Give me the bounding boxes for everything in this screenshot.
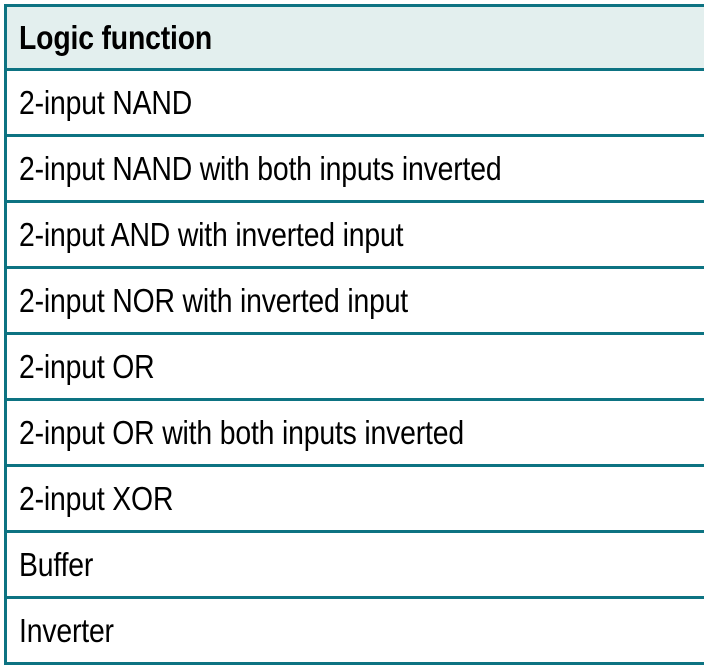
- column-header-logic-function: Logic function: [7, 7, 704, 71]
- cell-logic-function: Inverter: [7, 597, 704, 662]
- cell-logic-function: 2-input NAND with both inputs inverted: [7, 135, 704, 203]
- logic-function-table: Logic function 2-input NAND 2-input NAND…: [7, 7, 704, 662]
- table-row: 2-input OR with both inputs inverted: [7, 399, 704, 467]
- table-body: 2-input NAND 2-input NAND with both inpu…: [7, 69, 704, 662]
- logic-function-table-container: Logic function 2-input NAND 2-input NAND…: [4, 4, 704, 665]
- table-row: 2-input XOR: [7, 465, 704, 533]
- table-row: 2-input OR: [7, 333, 704, 401]
- column-header-label: Logic function: [19, 19, 213, 56]
- table-row: 2-input NAND: [7, 69, 704, 137]
- cell-text: 2-input NAND with both inputs inverted: [19, 150, 502, 187]
- cell-text: 2-input NAND: [19, 84, 193, 121]
- cell-text: Inverter: [19, 612, 114, 649]
- cell-logic-function: 2-input NAND: [7, 69, 704, 137]
- cell-logic-function: 2-input OR: [7, 333, 704, 401]
- table-header: Logic function: [7, 7, 704, 71]
- table-row: Buffer: [7, 531, 704, 599]
- cell-text: 2-input OR with both inputs inverted: [19, 414, 464, 451]
- cell-logic-function: 2-input XOR: [7, 465, 704, 533]
- cell-logic-function: 2-input AND with inverted input: [7, 201, 704, 269]
- cell-text: 2-input OR: [19, 348, 155, 385]
- cell-logic-function: Buffer: [7, 531, 704, 599]
- cell-logic-function: 2-input NOR with inverted input: [7, 267, 704, 335]
- table-row: Inverter: [7, 597, 704, 662]
- table-row: 2-input AND with inverted input: [7, 201, 704, 269]
- table-row: 2-input NAND with both inputs inverted: [7, 135, 704, 203]
- cell-text: Buffer: [19, 546, 94, 583]
- cell-text: 2-input NOR with inverted input: [19, 282, 409, 319]
- cell-logic-function: 2-input OR with both inputs inverted: [7, 399, 704, 467]
- table-header-row: Logic function: [7, 7, 704, 71]
- cell-text: 2-input XOR: [19, 480, 174, 517]
- cell-text: 2-input AND with inverted input: [19, 216, 404, 253]
- table-row: 2-input NOR with inverted input: [7, 267, 704, 335]
